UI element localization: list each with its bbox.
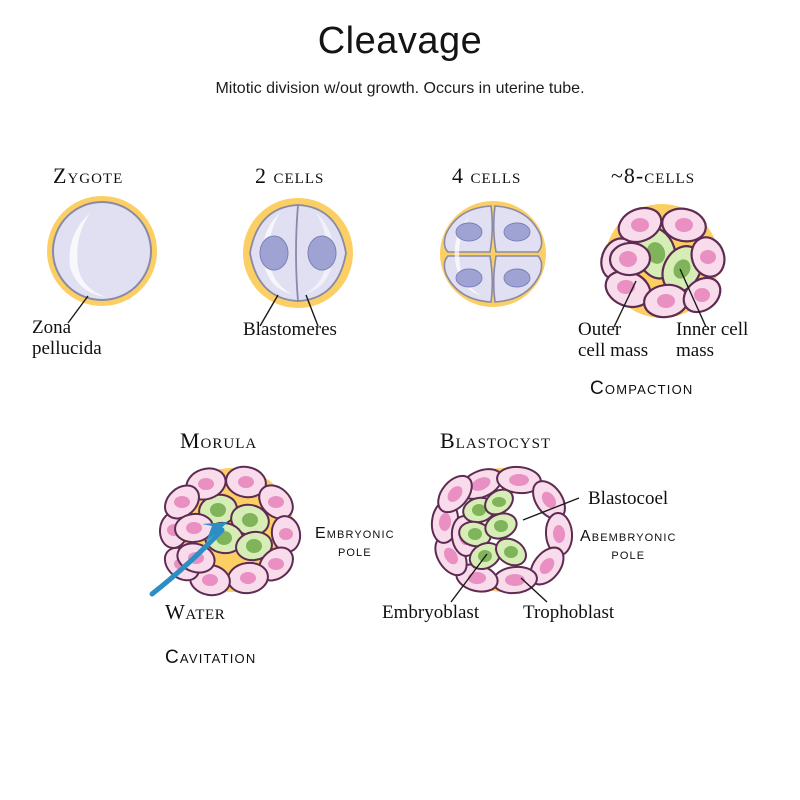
label-inner-line2: mass <box>676 339 714 361</box>
nucleus-embryoblast-2 <box>468 528 482 540</box>
figure-two-cells <box>240 195 420 330</box>
nucleus-blastomere-right <box>307 235 337 271</box>
nucleus-trophoblast-10 <box>447 486 463 502</box>
nucleus-trophoblast-2 <box>509 474 529 486</box>
label-embryonic-pole-line2: pole <box>337 543 372 561</box>
nucleus-morula-outer-4 <box>279 528 293 540</box>
figure-four-cells <box>438 200 558 315</box>
nucleus-trophoblast-8 <box>444 547 458 565</box>
stage-title-morula: Morula <box>180 428 258 453</box>
blastomere-right-highlight <box>304 213 334 294</box>
blastomere-left-highlight <box>262 213 292 294</box>
leader-line-embryoblast <box>450 553 488 603</box>
nucleus-outer-5 <box>617 280 635 294</box>
figure-eight-cells <box>600 203 740 343</box>
leader-line-blastomere-right <box>305 294 319 327</box>
nucleus-morula-outer-3 <box>268 496 284 508</box>
nucleus-morula-outer-6 <box>240 572 256 584</box>
figure-morula <box>149 465 320 628</box>
outer-cell-mass-group <box>600 206 726 319</box>
label-abembryonic-pole-line1: Abembryonic <box>580 528 677 545</box>
label-outer-line1: Outer <box>578 319 622 340</box>
water-arrow <box>149 522 228 597</box>
page-subtitle: Mitotic division w/out growth. Occurs in… <box>215 80 585 97</box>
nucleus-quadrant-top-right <box>503 222 531 242</box>
label-embryonic-pole: Embryonic pole <box>315 525 395 562</box>
nucleus-outer-6 <box>657 294 675 308</box>
page-title: Cleavage <box>317 20 483 62</box>
nucleus-morula-outer-10 <box>174 496 190 508</box>
zygote-cell-body <box>52 201 152 301</box>
label-abembryonic-pole: Abembryonic pole <box>580 528 677 565</box>
nucleus-outer-8 <box>619 251 637 267</box>
label-blastocoel: Blastocoel <box>588 488 669 509</box>
label-abembryonic-pole-line2: pole <box>611 546 646 564</box>
nucleus-inner-1 <box>646 242 666 264</box>
figure-blastocyst <box>430 465 635 628</box>
leader-line-outer-cell-mass <box>613 280 637 328</box>
leader-line-inner-cell-mass <box>679 268 707 328</box>
nucleus-morula-outer-5 <box>268 558 284 570</box>
figure-zygote <box>40 195 200 325</box>
label-embryoblast: Embryoblast <box>382 602 480 623</box>
nucleus-trophoblast-4 <box>552 525 566 543</box>
leader-line-trophoblast <box>520 577 548 603</box>
label-inner-cell-mass: Inner cell mass <box>676 319 749 361</box>
leader-line-blastomere-left <box>259 294 279 327</box>
embryoblast-cells <box>458 488 527 570</box>
trophoblast-cells <box>430 465 574 595</box>
nucleus-quadrant-bottom-right <box>503 268 531 288</box>
stage-title-blastocyst: Blastocyst <box>440 428 552 453</box>
process-title-compaction: Compaction <box>590 378 694 399</box>
morula-inner-cells <box>198 493 273 562</box>
leader-line-blastocoel <box>522 497 580 521</box>
nucleus-embryoblast-1 <box>472 504 486 516</box>
stage-title-four-cells: 4 cells <box>452 163 522 188</box>
label-blastomeres: Blastomeres <box>243 319 337 340</box>
stage-title-eight-cells: ~8-cells <box>611 163 696 188</box>
nucleus-trophoblast-3 <box>541 491 557 509</box>
nucleus-morula-inner-4 <box>246 539 262 553</box>
label-outer-cell-mass: Outer cell mass <box>578 319 649 361</box>
nucleus-trophoblast-5 <box>539 558 555 574</box>
nucleus-outer-4 <box>700 250 716 264</box>
label-trophoblast: Trophoblast <box>523 602 615 623</box>
nucleus-quadrant-bottom-left <box>455 268 483 288</box>
nucleus-quadrant-top-left <box>455 222 483 242</box>
zygote-highlight <box>69 213 106 297</box>
nucleus-trophoblast-6 <box>505 574 525 586</box>
nucleus-embryoblast-5 <box>504 546 518 558</box>
stage-title-two-cells: 2 cells <box>255 163 325 188</box>
label-zona-line2: pellucida <box>32 337 102 359</box>
stage-title-zygote: Zygote <box>53 163 124 188</box>
nucleus-trophoblast-1 <box>471 477 491 491</box>
nucleus-blastomere-left <box>259 235 289 271</box>
process-title-cavitation: Cavitation <box>165 647 257 668</box>
leader-line-zona <box>67 295 89 324</box>
nucleus-morula-inner-2 <box>242 513 258 527</box>
nucleus-inner-2 <box>673 259 691 279</box>
nucleus-morula-outer-7 <box>202 574 218 586</box>
nucleus-outer-2 <box>675 218 693 232</box>
label-embryonic-pole-line1: Embryonic <box>315 525 395 542</box>
nucleus-trophoblast-9 <box>438 513 452 531</box>
label-water: Water <box>165 600 226 624</box>
label-outer-line2: cell mass <box>578 339 649 361</box>
nucleus-outer-7 <box>694 288 710 302</box>
nucleus-outer-1 <box>631 218 649 232</box>
nucleus-embryoblast-3 <box>494 520 508 532</box>
label-zona-pellucida: Zona pellucida <box>32 317 102 359</box>
nucleus-trophoblast-7 <box>468 572 486 584</box>
nucleus-embryoblast-6 <box>492 497 506 507</box>
nucleus-morula-outer-1 <box>198 478 214 490</box>
label-zona-line1: Zona <box>32 317 72 338</box>
label-inner-line1: Inner cell <box>676 319 749 340</box>
nucleus-morula-outer-2 <box>238 476 254 488</box>
nucleus-morula-inner-1 <box>210 503 226 517</box>
nucleus-morula-outer-12 <box>186 522 202 534</box>
